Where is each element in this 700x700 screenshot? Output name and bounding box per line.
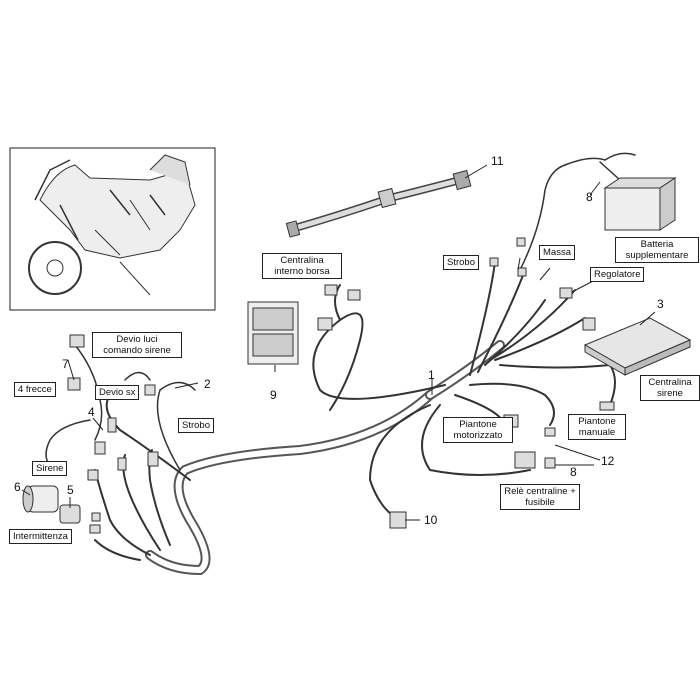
part-number-6: 6 xyxy=(14,480,21,494)
part-number-2: 2 xyxy=(204,377,211,391)
siren-parts xyxy=(22,485,81,524)
label-centralina-borsa: Centralina interno borsa xyxy=(262,253,342,279)
part-number-8-bottom: 8 xyxy=(570,465,577,479)
label-piantone-manuale: Piantone manuale xyxy=(568,414,626,440)
part-number-12: 12 xyxy=(601,454,615,468)
motorcycle-inset xyxy=(9,147,216,311)
label-strobo-left: Strobo xyxy=(178,418,214,433)
label-piantone-motorizzato: Piantone motorizzato xyxy=(443,417,513,443)
label-strobo-right: Strobo xyxy=(443,255,479,270)
part-number-5: 5 xyxy=(67,483,74,497)
centralina-borsa-unit xyxy=(247,284,361,365)
part-number-8-top: 8 xyxy=(586,190,593,204)
part-number-7: 7 xyxy=(62,357,69,371)
part-number-10: 10 xyxy=(424,513,438,527)
label-regolatore: Regolatore xyxy=(590,267,645,282)
label-sirene: Sirene xyxy=(32,461,68,476)
cable-part-11 xyxy=(285,169,472,238)
label-massa: Massa xyxy=(539,245,575,260)
battery-unit xyxy=(603,177,677,231)
connectors xyxy=(67,237,615,534)
part-number-3: 3 xyxy=(657,297,664,311)
label-centralina-sirene: Centralina sirene xyxy=(640,375,700,401)
leader-lines xyxy=(21,164,656,521)
label-devio-sx: Devio sx xyxy=(95,385,140,400)
centralina-sirene-unit xyxy=(582,317,692,376)
label-intermittenza: Intermittenza xyxy=(9,529,72,544)
part-number-1: 1 xyxy=(428,368,435,382)
part-number-9: 9 xyxy=(270,388,277,402)
label-4-frecce: 4 frecce xyxy=(14,382,56,397)
label-batteria: Batteria supplementare xyxy=(615,237,699,263)
label-devio-luci: Devio luci comando sirene xyxy=(92,332,182,358)
label-rele: Relè centraline + fusibile xyxy=(500,484,580,510)
part-number-4: 4 xyxy=(88,405,95,419)
part-number-11: 11 xyxy=(491,154,504,168)
